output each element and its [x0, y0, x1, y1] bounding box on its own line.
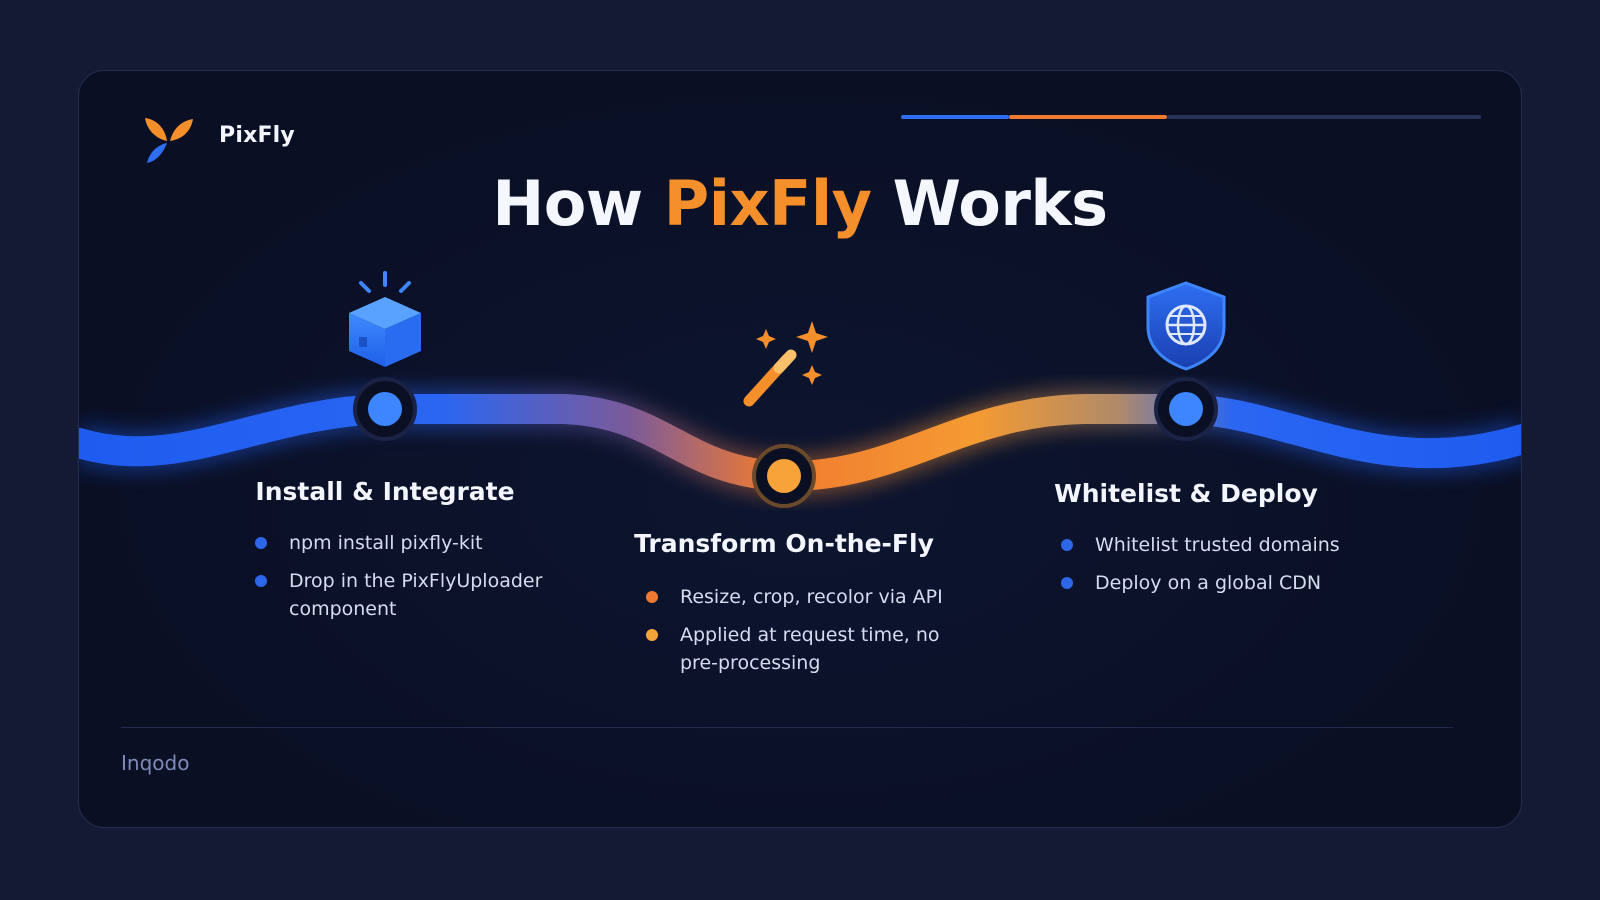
step-title-transform: Transform On-the-Fly	[634, 529, 934, 558]
package-box-icon	[349, 271, 421, 367]
list-item: Drop in the PixFlyUploader component	[255, 567, 555, 623]
footer-divider	[121, 727, 1453, 728]
step-bullets-deploy: Whitelist trusted domains Deploy on a gl…	[1061, 531, 1391, 607]
bullet-text: Drop in the PixFlyUploader component	[289, 570, 543, 620]
progress-segment-orange	[1009, 115, 1167, 119]
title-prefix: How	[492, 167, 643, 240]
slide-card: PixFly How PixFly Works	[78, 70, 1522, 828]
progress-segment-inactive	[1167, 115, 1481, 119]
step-node-install	[353, 377, 417, 441]
step-bullets-install: npm install pixfly-kit Drop in the PixFl…	[255, 529, 555, 633]
bullet-text: npm install pixfly-kit	[289, 532, 483, 554]
step-title-deploy: Whitelist & Deploy	[1054, 479, 1318, 508]
list-item: Resize, crop, recolor via API	[646, 583, 946, 611]
bullet-text: Resize, crop, recolor via API	[680, 586, 943, 608]
title-suffix: Works	[892, 167, 1108, 240]
bullet-text: Applied at request time, no pre-processi…	[680, 624, 940, 674]
magic-wand-icon	[743, 321, 828, 407]
bullet-dot	[1061, 539, 1073, 551]
list-item: Whitelist trusted domains	[1061, 531, 1391, 559]
step-title-install: Install & Integrate	[255, 477, 515, 506]
list-item: npm install pixfly-kit	[255, 529, 555, 557]
bullet-dot	[646, 591, 658, 603]
bullet-dot	[255, 575, 267, 587]
list-item: Deploy on a global CDN	[1061, 569, 1391, 597]
progress-indicator	[901, 115, 1481, 119]
bullet-dot	[646, 629, 658, 641]
bullet-text: Deploy on a global CDN	[1095, 572, 1322, 594]
step-node-transform	[752, 444, 816, 508]
brand-name: PixFly	[219, 123, 295, 148]
title-highlight: PixFly	[663, 167, 872, 240]
timeline-wave	[79, 271, 1521, 508]
bullet-dot	[255, 537, 267, 549]
progress-segment-blue	[901, 115, 1009, 119]
step-bullets-transform: Resize, crop, recolor via API Applied at…	[646, 583, 946, 687]
footer-credit: Inqodo	[121, 751, 190, 775]
page-title: How PixFly Works	[79, 167, 1521, 240]
bullet-text: Whitelist trusted domains	[1095, 534, 1340, 556]
pixfly-logo-icon	[145, 118, 193, 163]
step-node-deploy	[1154, 377, 1218, 441]
bullet-dot	[1061, 577, 1073, 589]
shield-globe-icon	[1146, 281, 1226, 371]
list-item: Applied at request time, no pre-processi…	[646, 621, 946, 677]
